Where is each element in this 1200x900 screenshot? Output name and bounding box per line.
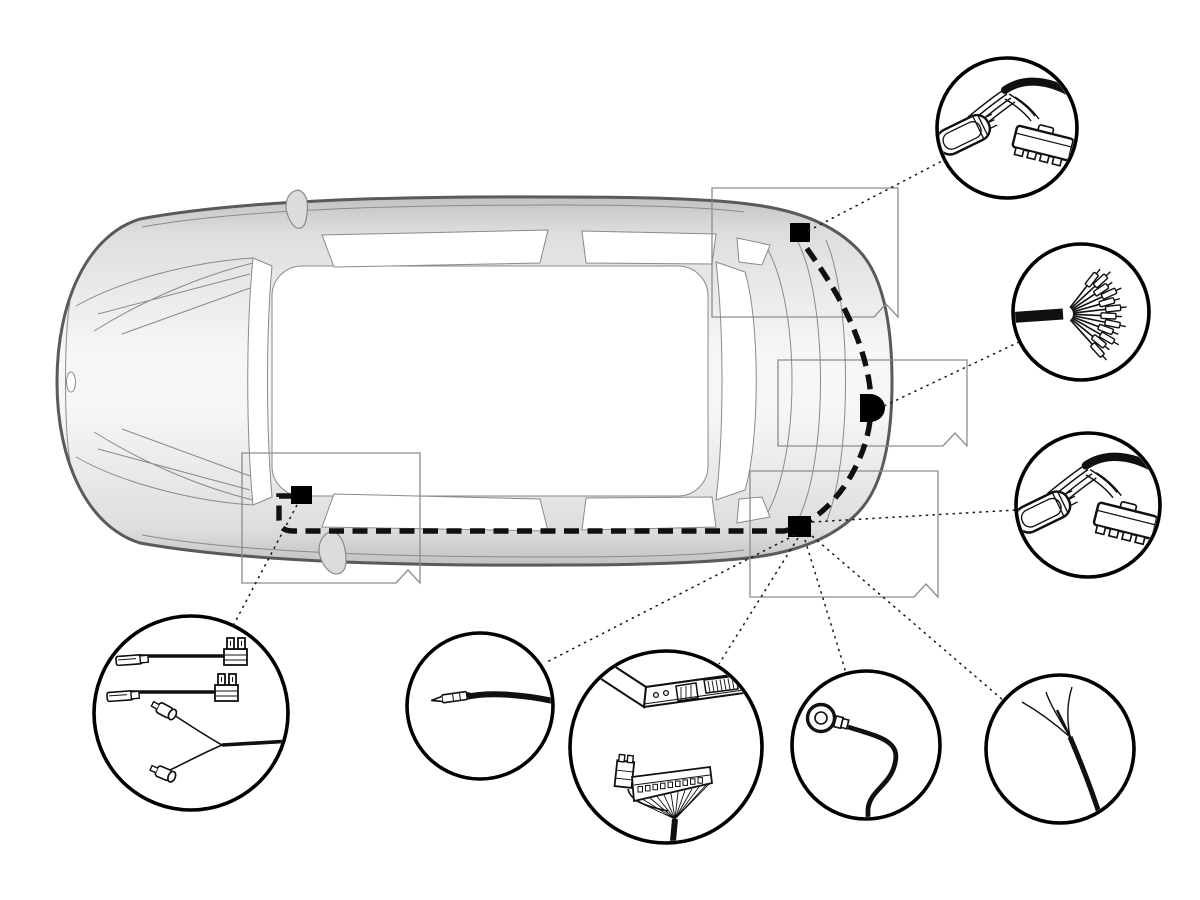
window-rear-right xyxy=(581,496,717,531)
fan-terminal xyxy=(1070,318,1110,351)
callout-circle xyxy=(405,631,555,781)
fan-terminal xyxy=(1069,268,1101,309)
vehicle-top-view xyxy=(55,189,894,575)
callout-single-pin-lead xyxy=(405,631,555,781)
fan-terminal xyxy=(1071,287,1122,312)
callout-circle xyxy=(935,56,1079,200)
fan-terminal xyxy=(1072,314,1126,329)
roof xyxy=(271,265,709,497)
window-front-right xyxy=(321,493,549,532)
wire-fan-icon xyxy=(1015,268,1127,361)
fan-terminal xyxy=(1072,297,1121,313)
fan-terminal xyxy=(1069,319,1108,361)
callout-circle xyxy=(790,669,942,821)
zone-rear-center xyxy=(777,359,968,448)
leader-rear-left-to-connector xyxy=(811,509,1017,523)
callout-ground-ring-lead xyxy=(790,669,942,821)
towbar-socket-position xyxy=(860,394,885,422)
leader-rear-left-to-module xyxy=(718,537,799,665)
zone-rear-right-corner xyxy=(711,187,899,319)
callout-circle xyxy=(568,649,764,845)
leader-lines xyxy=(232,159,1020,702)
fan-terminal xyxy=(1072,316,1119,336)
body-inner-line-bottom xyxy=(141,534,745,558)
zone-dashboard xyxy=(241,452,421,585)
front-emblem xyxy=(66,371,76,393)
module-connector-icon xyxy=(590,653,749,841)
hood-lines xyxy=(75,257,254,506)
window-front-left xyxy=(321,229,549,268)
fan-terminal xyxy=(1071,281,1113,311)
ring-terminal-icon xyxy=(805,702,899,817)
leader-rear-right-to-connector xyxy=(807,159,945,232)
callout-fuse-taps-and-bullet-leads xyxy=(92,614,290,812)
quarter-window-right xyxy=(736,496,771,524)
pin-terminal-icon xyxy=(430,690,551,705)
dashboard-connection-point xyxy=(291,486,312,504)
rear-left-connection-point xyxy=(788,516,811,537)
leader-dashboard-to-fusetaps xyxy=(232,504,298,627)
rear-right-connection-point xyxy=(790,223,810,242)
leader-rear-left-to-ring-lead xyxy=(804,539,847,674)
leader-rear-left-to-split-lead xyxy=(811,535,1005,702)
callout-three-way-split-lead xyxy=(984,673,1136,825)
wiring-route xyxy=(276,241,874,534)
callout-control-module-with-connector xyxy=(568,649,764,845)
fan-terminal xyxy=(1072,312,1122,320)
callout-left-taillight-connector xyxy=(1014,431,1162,579)
callout-right-taillight-connector xyxy=(935,56,1079,200)
fan-terminal xyxy=(1072,304,1127,314)
quarter-window-left xyxy=(736,237,771,266)
callout-circle xyxy=(1014,431,1162,579)
zone-rear-left-corner xyxy=(749,470,939,599)
callout-bundle-with-fan-of-terminals xyxy=(1011,242,1151,382)
leader-socket-to-fan xyxy=(883,341,1020,407)
fuse-tap-icon xyxy=(105,636,286,784)
windshield xyxy=(247,257,273,506)
fan-terminal xyxy=(1071,317,1120,346)
front-bumper-line xyxy=(65,301,71,461)
rear-window xyxy=(715,261,757,501)
wire-fan-terminals xyxy=(1069,268,1127,361)
trunk-lines xyxy=(767,239,846,523)
fan-terminal xyxy=(1070,271,1111,310)
connection-markers xyxy=(291,223,885,537)
mirror-right xyxy=(318,530,347,575)
window-rear-left xyxy=(581,230,717,265)
callout-circle xyxy=(984,673,1136,825)
zone-frames xyxy=(241,187,968,599)
callout-circle xyxy=(92,614,290,812)
body-inner-line xyxy=(141,204,745,228)
mirror-left xyxy=(285,189,309,229)
